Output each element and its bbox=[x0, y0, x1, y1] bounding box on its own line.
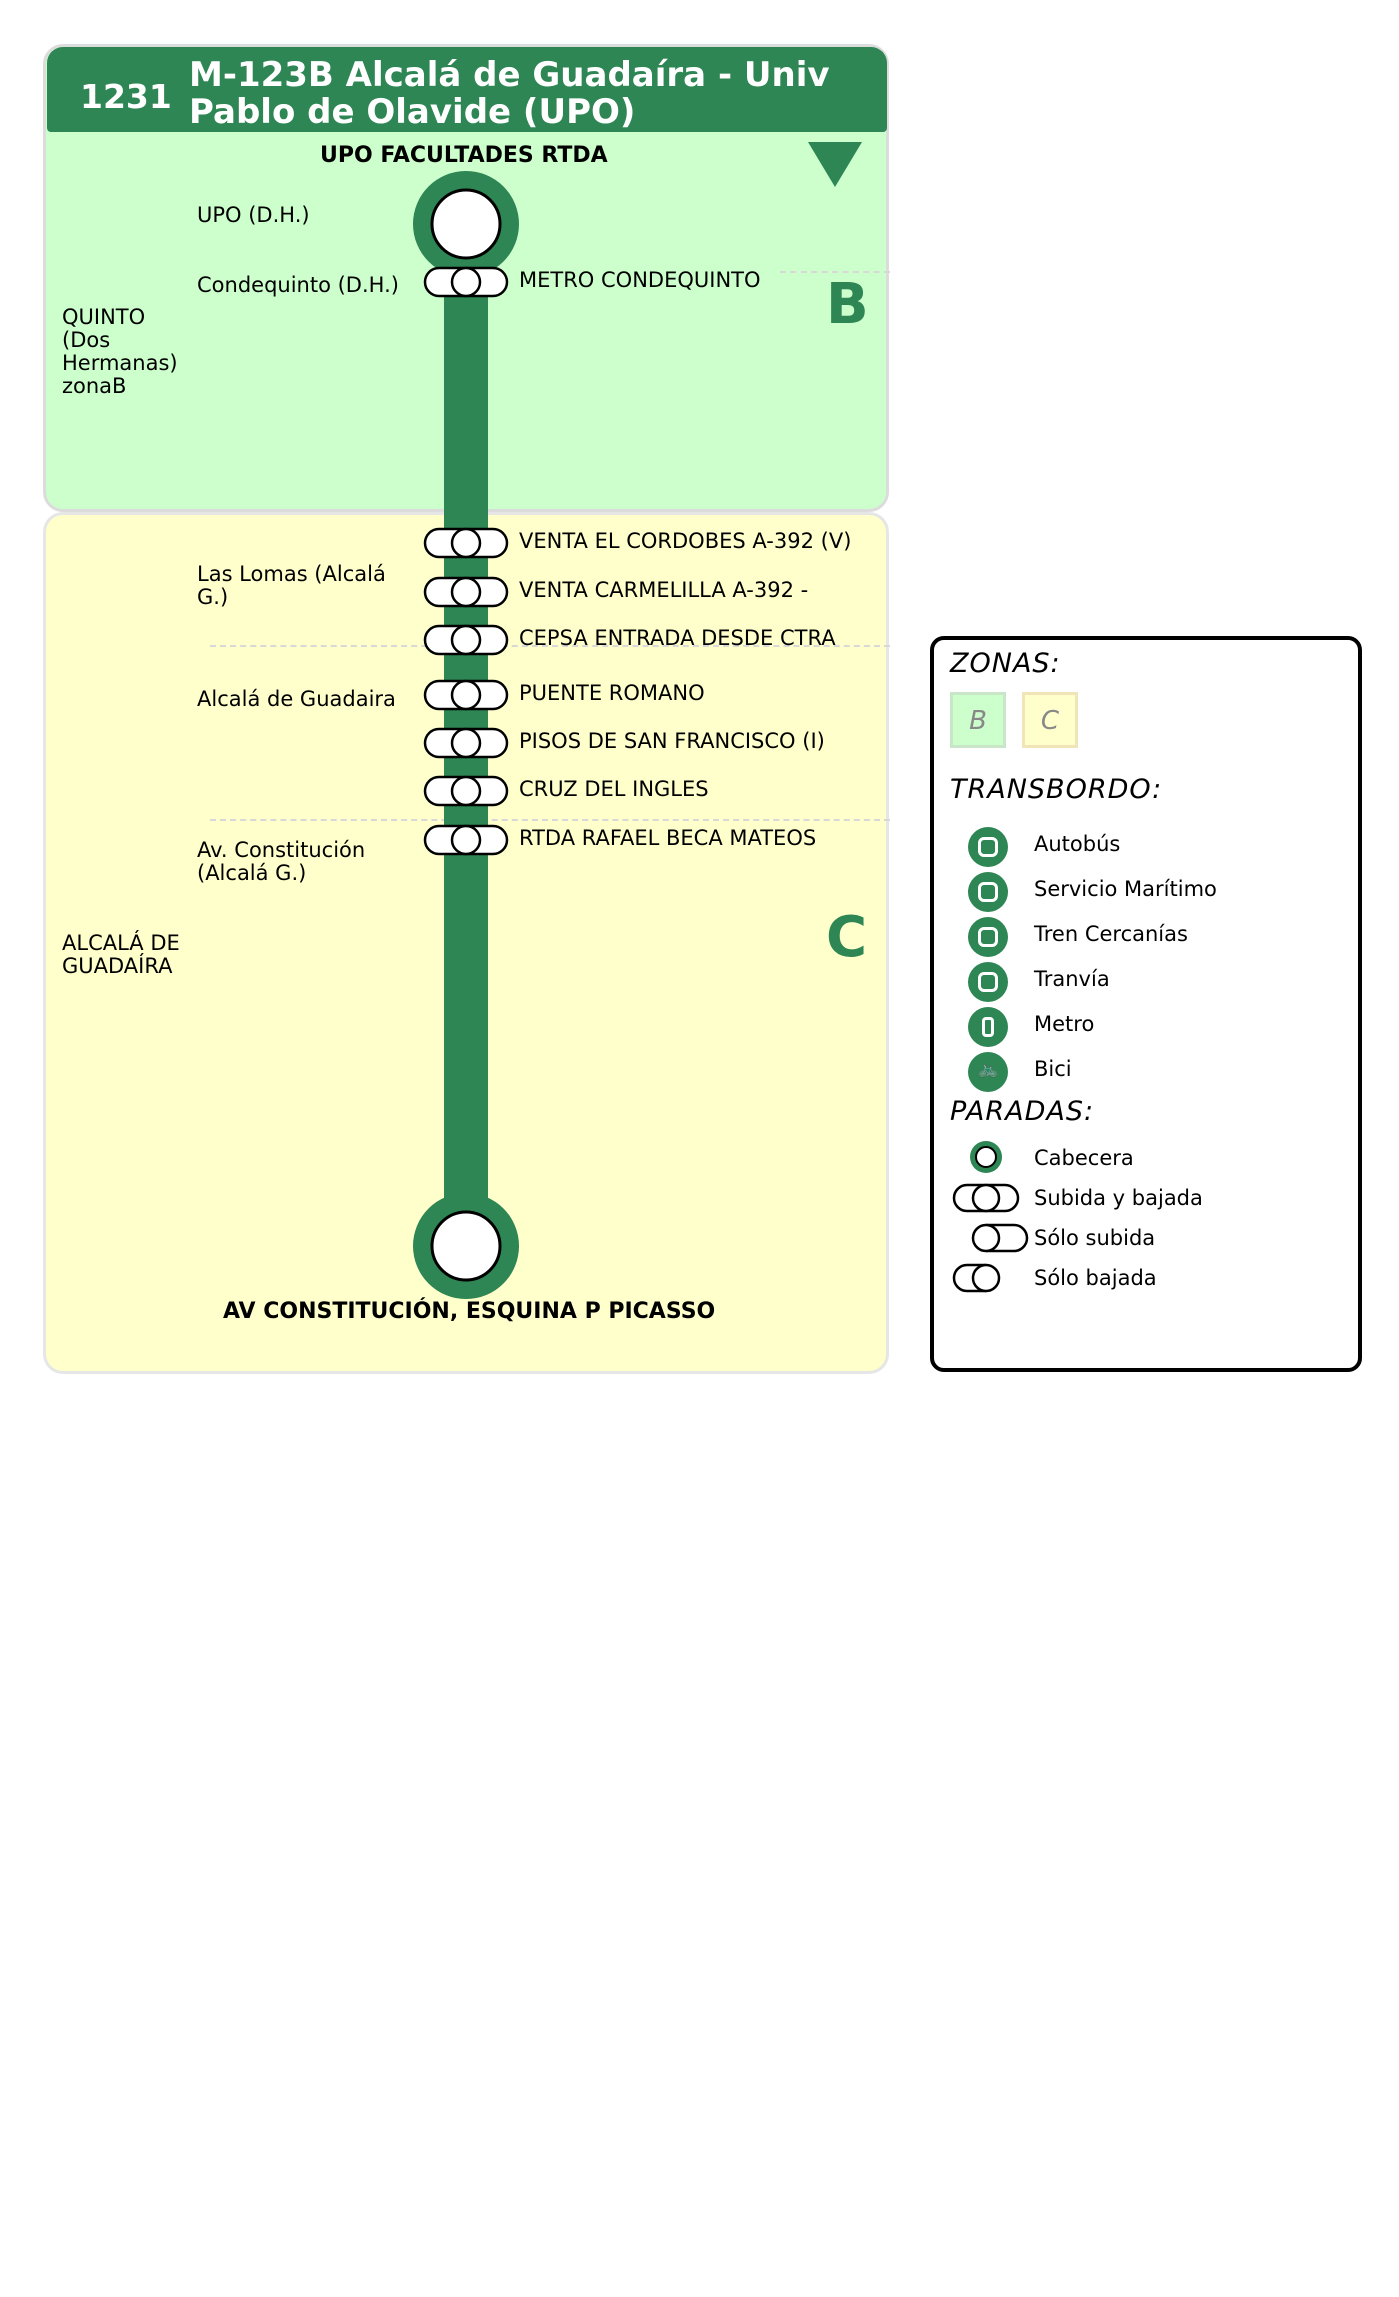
route-header: 1231 M-123B Alcalá de Guadaíra - Univ Pa… bbox=[47, 47, 887, 132]
stop-label: VENTA CARMELILLA A-392 - bbox=[519, 578, 809, 602]
bus-icon bbox=[968, 827, 1008, 867]
stop-marker-icon bbox=[423, 527, 509, 559]
metro-icon bbox=[968, 1007, 1008, 1047]
stop-marker-icon bbox=[423, 727, 509, 759]
stop-label: CEPSA ENTRADA DESDE CTRA bbox=[519, 626, 836, 650]
tram-icon bbox=[968, 962, 1008, 1002]
legend-stops-title: PARADAS: bbox=[950, 1096, 1095, 1127]
stop-label: VENTA EL CORDOBES A-392 (V) bbox=[519, 529, 852, 553]
locality-label: UPO (D.H.) bbox=[197, 203, 310, 227]
stop-label: METRO CONDEQUINTO bbox=[519, 268, 761, 292]
direction-arrow-icon bbox=[808, 142, 862, 187]
stop-marker-icon bbox=[423, 679, 509, 711]
legend-transfer-label: Servicio Marítimo bbox=[1034, 877, 1217, 901]
zone-name-c: ALCALÁ DE GUADAÍRA bbox=[62, 931, 180, 978]
legend-transfer-label: Autobús bbox=[1034, 832, 1121, 856]
stop-marker-icon bbox=[423, 775, 509, 807]
locality-label: Alcalá de Guadaira bbox=[197, 687, 396, 711]
stop-marker-icon bbox=[423, 624, 509, 656]
alighting-only-symbol-icon bbox=[952, 1263, 1001, 1293]
stop-label: PISOS DE SAN FRANCISCO (I) bbox=[519, 729, 825, 753]
bike-icon: 🚲 bbox=[968, 1052, 1008, 1092]
start-terminal-label: UPO FACULTADES RTDA bbox=[320, 143, 608, 168]
end-terminal-icon bbox=[413, 1193, 519, 1299]
terminal-symbol-icon bbox=[970, 1141, 1002, 1173]
legend-transfer-label: Tren Cercanías bbox=[1034, 922, 1188, 946]
legend-transfer-title: TRANSBORDO: bbox=[950, 774, 1163, 805]
locality-divider bbox=[210, 819, 890, 821]
legend-stop-label: Cabecera bbox=[1034, 1146, 1134, 1170]
route-title: M-123B Alcalá de Guadaíra - Univ Pablo d… bbox=[189, 55, 830, 132]
both-ways-symbol-icon bbox=[952, 1183, 1020, 1213]
legend-stop-symbols bbox=[952, 1141, 1029, 1293]
legend-transfer-label: Tranvía bbox=[1034, 967, 1110, 991]
legend-stop-label: Sólo bajada bbox=[1034, 1266, 1157, 1290]
train-icon bbox=[968, 917, 1008, 957]
stop-marker-icon bbox=[423, 576, 509, 608]
stop-marker-icon bbox=[423, 266, 509, 298]
legend-transfer-label: Metro bbox=[1034, 1012, 1095, 1036]
zone-letter-c: C bbox=[826, 905, 868, 970]
legend-stop-label: Subida y bajada bbox=[1034, 1186, 1203, 1210]
locality-divider bbox=[210, 645, 890, 647]
stop-label: PUENTE ROMANO bbox=[519, 681, 705, 705]
legend-panel: ZONAS: B C TRANSBORDO: Autobús Servicio … bbox=[930, 636, 1362, 1372]
ferry-icon bbox=[968, 872, 1008, 912]
legend-stop-label: Sólo subida bbox=[1034, 1226, 1156, 1250]
locality-divider bbox=[780, 271, 890, 273]
stop-label: CRUZ DEL INGLES bbox=[519, 777, 709, 801]
zone-letter-b: B bbox=[826, 272, 869, 337]
start-terminal-icon bbox=[413, 171, 519, 277]
boarding-only-symbol-icon bbox=[971, 1223, 1029, 1253]
end-terminal-label: AV CONSTITUCIÓN, ESQUINA P PICASSO bbox=[223, 1299, 716, 1324]
zone-name-b: QUINTO (Dos Hermanas) zonaB bbox=[62, 305, 178, 398]
legend-transfer-label: Bici bbox=[1034, 1057, 1072, 1081]
legend-zones-title: ZONAS: bbox=[950, 648, 1061, 679]
locality-label: Av. Constitución(Alcalá G.) bbox=[197, 838, 366, 885]
legend-zone-chip-c: C bbox=[1022, 692, 1078, 748]
locality-label: Condequinto (D.H.) bbox=[197, 273, 399, 297]
route-code: 1231 bbox=[80, 77, 172, 116]
stop-label: RTDA RAFAEL BECA MATEOS bbox=[519, 826, 817, 850]
stop-marker-icon bbox=[423, 824, 509, 856]
legend-zone-chip-b: B bbox=[950, 692, 1006, 748]
